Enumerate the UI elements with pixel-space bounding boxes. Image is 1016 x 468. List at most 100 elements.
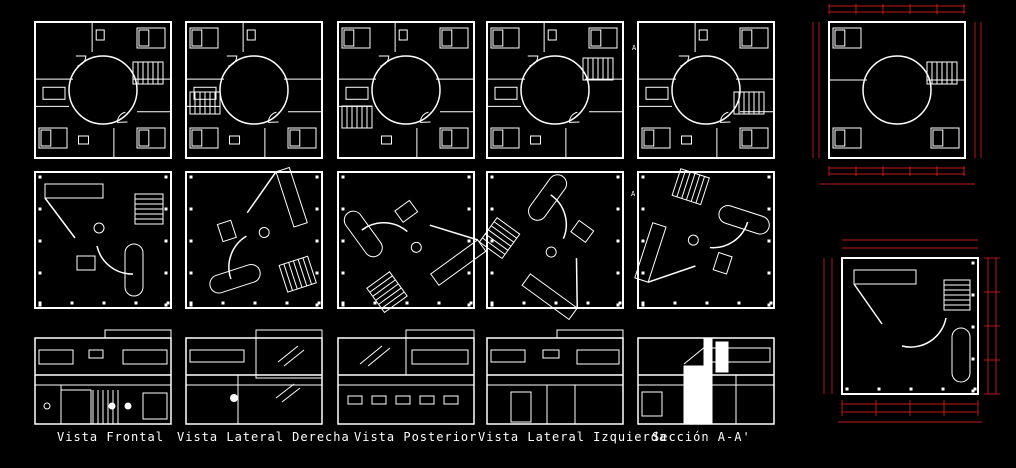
section-wall bbox=[683, 365, 705, 425]
curved-wall bbox=[901, 317, 947, 348]
light bbox=[108, 402, 116, 410]
column-dot bbox=[490, 303, 494, 307]
bed bbox=[930, 127, 960, 149]
column-dot bbox=[437, 301, 441, 305]
door bbox=[510, 391, 532, 423]
wall-line bbox=[283, 349, 305, 367]
column-dot bbox=[315, 239, 319, 243]
wall-line bbox=[378, 287, 402, 305]
floor-plans-upper-row bbox=[34, 21, 775, 159]
elevation-3 bbox=[337, 329, 475, 425]
plan-outline bbox=[337, 171, 475, 309]
sink bbox=[381, 135, 393, 145]
column-dot bbox=[189, 207, 193, 211]
wall-line bbox=[375, 283, 399, 301]
bed-pillow bbox=[441, 29, 453, 47]
circular-hall bbox=[68, 55, 138, 125]
window bbox=[88, 349, 104, 359]
wall-line bbox=[647, 265, 696, 283]
column-dot bbox=[38, 239, 42, 243]
elevation-1 bbox=[34, 329, 172, 425]
plan-outline bbox=[828, 21, 966, 159]
section-post bbox=[715, 341, 729, 373]
dining-table bbox=[410, 241, 422, 253]
wall-line bbox=[482, 237, 506, 255]
window bbox=[490, 349, 526, 363]
plan-outline bbox=[486, 21, 624, 159]
wall-line bbox=[853, 283, 883, 325]
toilet bbox=[547, 29, 557, 41]
column-dot bbox=[769, 301, 773, 305]
column-dot bbox=[467, 175, 471, 179]
sink bbox=[530, 135, 542, 145]
door-swing bbox=[75, 55, 87, 67]
upper-plan-4 bbox=[486, 21, 624, 159]
column-dot bbox=[164, 175, 168, 179]
toilet bbox=[95, 29, 105, 41]
bathtub bbox=[42, 86, 66, 100]
piano bbox=[712, 251, 733, 275]
piano bbox=[76, 255, 96, 271]
bed bbox=[832, 127, 862, 149]
plan-outline bbox=[185, 171, 323, 309]
lower-plan-2 bbox=[185, 166, 323, 309]
column-dot bbox=[166, 301, 170, 305]
bathtub bbox=[193, 86, 217, 100]
roof-box bbox=[405, 329, 475, 339]
bathtub bbox=[645, 86, 669, 100]
bed-pillow bbox=[932, 129, 944, 147]
toilet bbox=[398, 29, 408, 41]
bed bbox=[38, 127, 68, 149]
wall-line bbox=[44, 197, 76, 239]
circular-hall bbox=[520, 55, 590, 125]
column-dot bbox=[341, 239, 345, 243]
column-dot bbox=[616, 239, 620, 243]
column-dot bbox=[641, 175, 645, 179]
wall-line bbox=[681, 171, 691, 199]
window bbox=[38, 349, 74, 365]
wall-line bbox=[297, 259, 308, 287]
column-dot bbox=[490, 271, 494, 275]
sink bbox=[229, 135, 241, 145]
column-dot bbox=[469, 301, 473, 305]
curved-wall bbox=[228, 235, 247, 280]
column-dot bbox=[189, 271, 193, 275]
column-dot bbox=[164, 207, 168, 211]
column-dot bbox=[315, 271, 319, 275]
column-dot bbox=[189, 239, 193, 243]
curved-wall bbox=[361, 221, 408, 233]
column-dot bbox=[164, 303, 168, 307]
column-dot bbox=[673, 301, 677, 305]
column-dot bbox=[315, 175, 319, 179]
column-dot bbox=[767, 271, 771, 275]
column-dot bbox=[70, 301, 74, 305]
upper-plan-3 bbox=[337, 21, 475, 159]
bed-pillow bbox=[834, 129, 846, 147]
column-dot bbox=[616, 175, 620, 179]
column-dot bbox=[134, 301, 138, 305]
bed-pillow bbox=[643, 129, 655, 147]
column-dot bbox=[341, 207, 345, 211]
lower-plan-content bbox=[44, 183, 164, 297]
wall-line bbox=[275, 383, 295, 399]
light bbox=[124, 402, 132, 410]
curved-wall bbox=[550, 194, 568, 239]
lower-plan-content bbox=[478, 174, 595, 321]
dining-table bbox=[545, 246, 557, 258]
window bbox=[419, 395, 435, 405]
bed-pillow bbox=[590, 29, 602, 47]
lounge-shape bbox=[209, 263, 261, 294]
plan-outline bbox=[34, 171, 172, 309]
column-dot bbox=[341, 303, 345, 307]
wall-line bbox=[429, 224, 478, 241]
toilet bbox=[698, 29, 708, 41]
kitchen-counter bbox=[634, 222, 667, 283]
column-dot bbox=[618, 301, 622, 305]
bed bbox=[189, 27, 219, 49]
wall-line bbox=[381, 291, 405, 309]
kitchen-counter bbox=[853, 269, 917, 285]
column-dot bbox=[490, 175, 494, 179]
column-dot bbox=[102, 301, 106, 305]
bed bbox=[832, 27, 862, 49]
